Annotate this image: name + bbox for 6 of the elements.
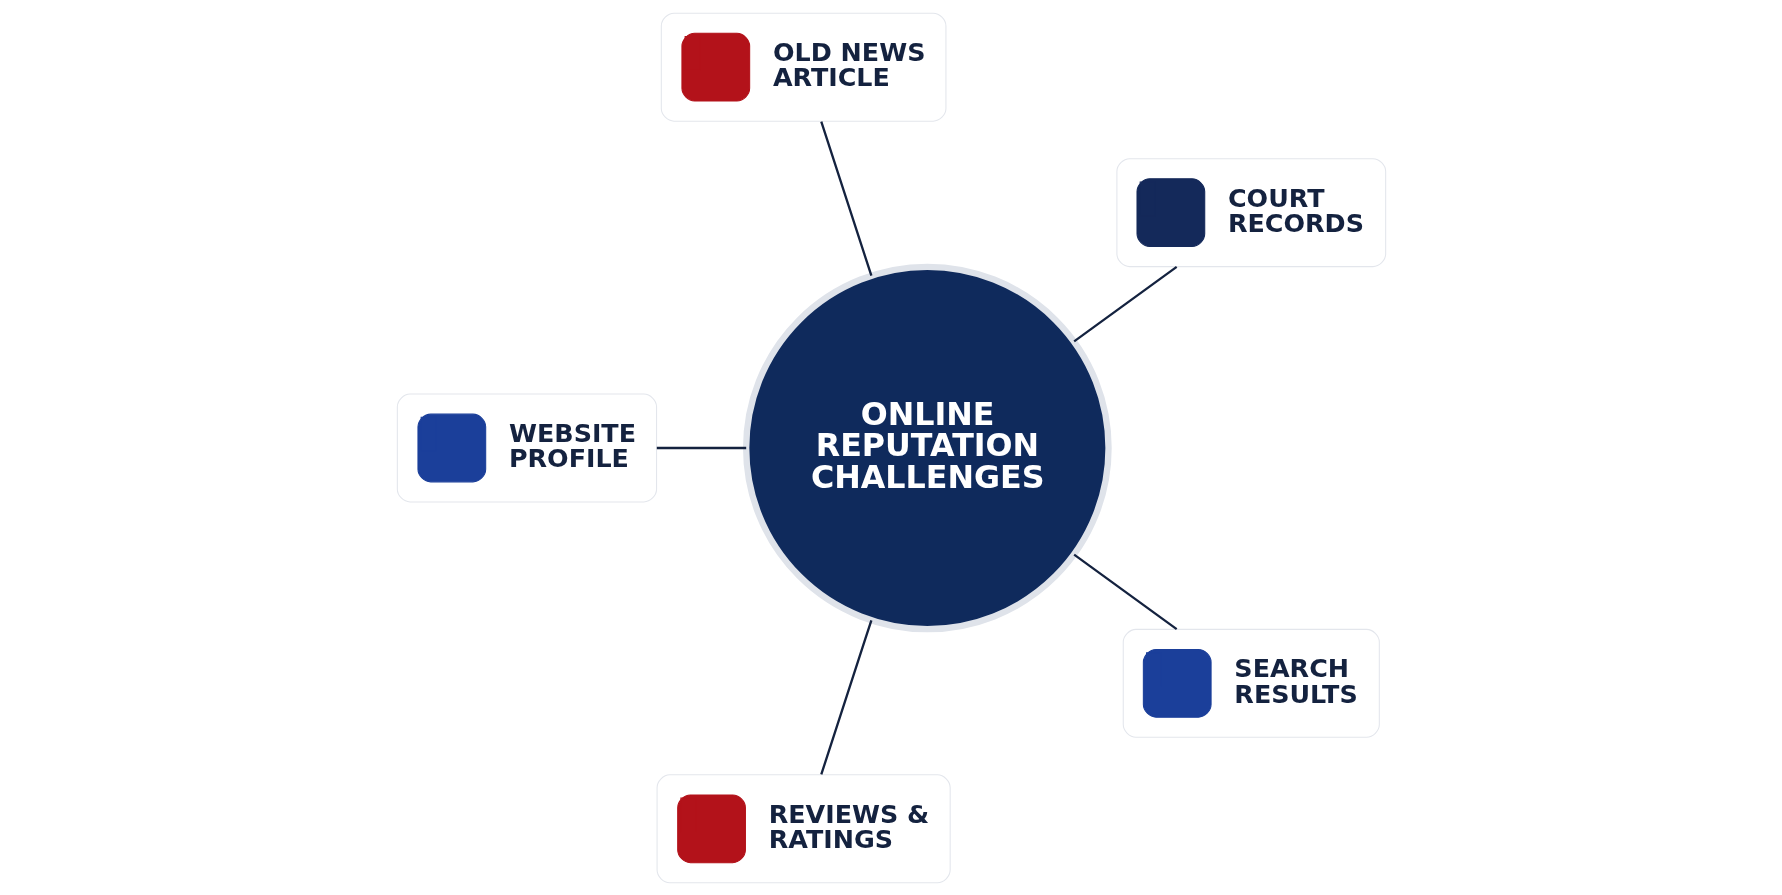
node-circle: ONLINE REPUTATION CHALLENGES	[742, 263, 1112, 632]
connector	[819, 120, 872, 276]
connector	[1072, 265, 1177, 342]
connector	[656, 446, 746, 449]
connector	[819, 619, 872, 775]
connector	[1072, 553, 1177, 630]
